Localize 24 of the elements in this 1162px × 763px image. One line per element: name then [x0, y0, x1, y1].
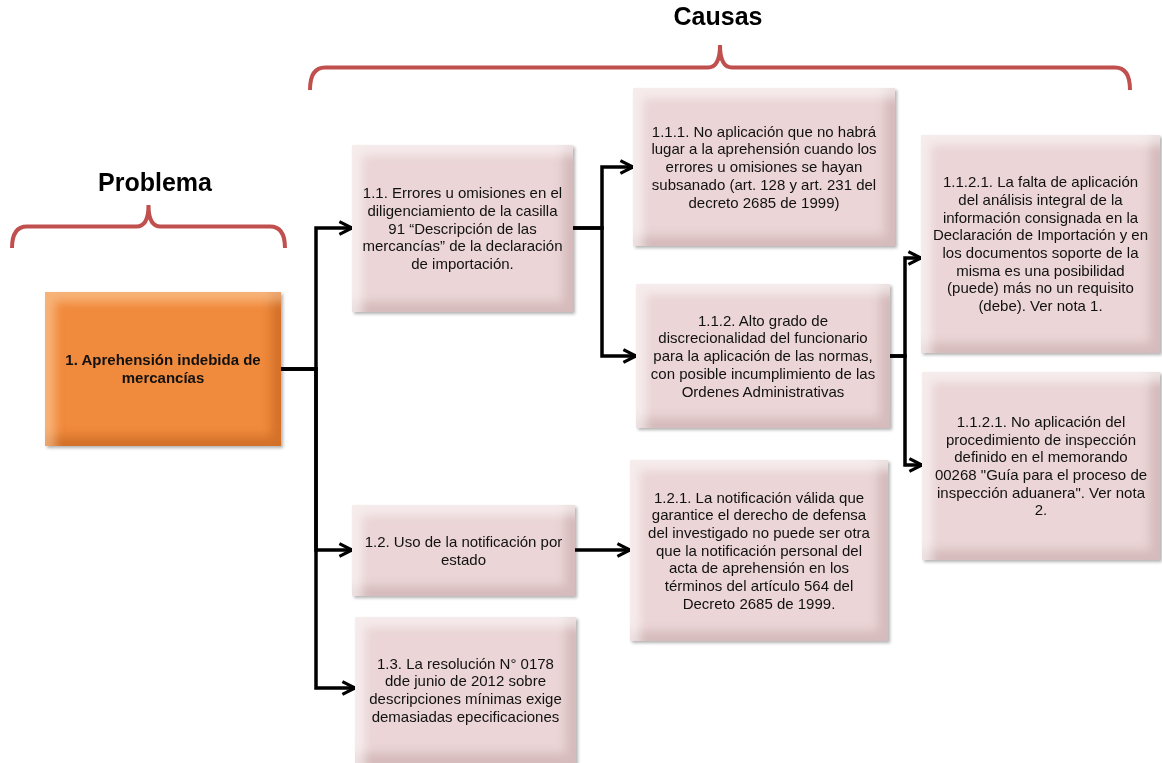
box-text: 1.2. Uso de la notificación por estado	[363, 532, 564, 569]
arrow	[575, 542, 632, 558]
box-text: 1.3. La resolución N° 0178 dde junio de 2012 sobre descripciones mínimas exige demasiadas epecificaciones	[368, 654, 563, 726]
section-heading: Causas	[673, 2, 763, 31]
cause-box	[352, 505, 575, 596]
arrow	[281, 367, 357, 696]
section-heading: Problema	[98, 168, 212, 197]
cause-box	[633, 88, 895, 246]
box-text: 1.2.1. La notificación válida que garantice el derecho de defensa del investigado no puede ser otra que la notificación personal del acta de aprehensión en los términos del artículo 564 del Decreto 2685 de 1999.	[647, 488, 871, 613]
box-text: 1. Aprehensión indebida de mercancías	[64, 351, 262, 387]
cause-box	[922, 372, 1160, 560]
arrow	[573, 226, 638, 364]
cause-box	[921, 135, 1160, 353]
box-text: 1.1.2.1. La falta de aplicación del análisis integral de la información consignada en la Declaración de Importación y en los documentos soporte de la misma es una posibilidad (puede) más no un requisito (debe). Ver nota 1.	[931, 173, 1150, 315]
box-text: 1.1.1. No aplicación que no habrá lugar a la aprehensión cuando los errores u omisiones se hayan subsanado (art. 128 y art. 231 del decreto 2685 de 1999)	[650, 122, 878, 212]
problem-box	[45, 292, 281, 446]
box-text: 1.1. Errores u omisiones en el diligenciamiento de la casilla 91 “Descripción de las mercancías” de la declaración de importación.	[362, 184, 563, 273]
cause-box	[352, 145, 573, 312]
box-text: 1.1.2.1. No aplicación del procedimiento de inspección definido en el memorando 00268 "Guía para el proceso de inspección aduanera". Ver nota 2.	[933, 412, 1149, 520]
cause-box	[630, 460, 888, 641]
arrow	[890, 354, 924, 473]
box-text: 1.1.2. Alto grado de discrecionalidad del funcionario para la aplicación de las normas, con posible incumplimiento de las Ordenes Administrativas	[649, 311, 877, 401]
cause-box	[636, 284, 890, 428]
cause-box	[355, 617, 576, 763]
